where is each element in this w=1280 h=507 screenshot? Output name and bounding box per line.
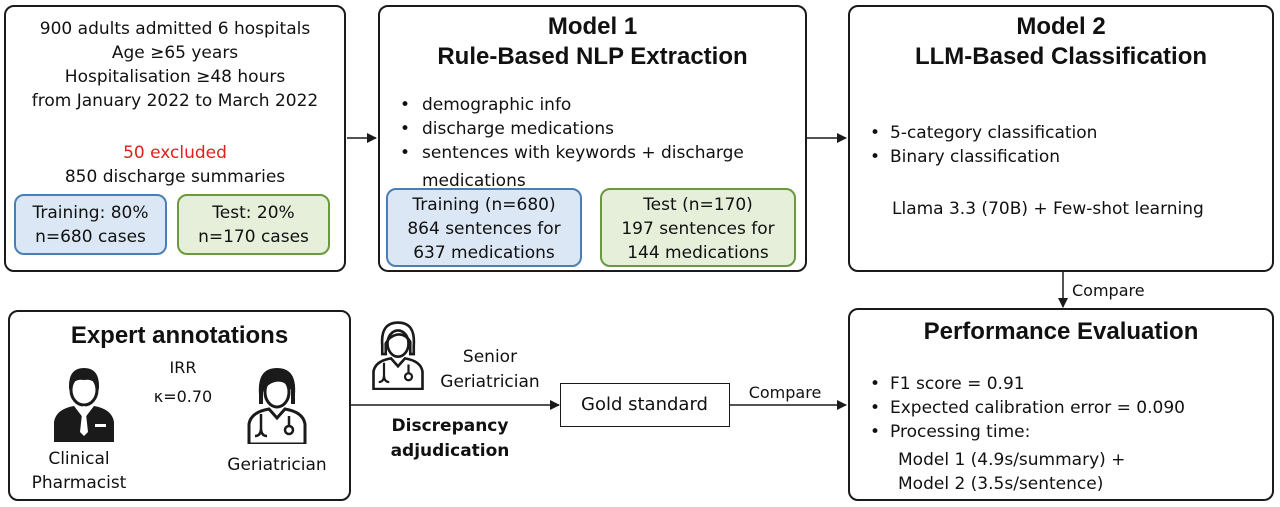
model2-subtitle: LLM-Based Classification: [914, 43, 1208, 70]
irr-label: IRR: [169, 358, 197, 377]
evaluation-processing: Processing time:: [864, 420, 1264, 444]
senior-geriatrician-icon: [372, 321, 424, 390]
model1-training-sentences: 864 sentences for: [407, 219, 561, 239]
cohort-line-2: Age ≥65 years: [111, 43, 239, 63]
pharmacist-icon: [54, 368, 114, 442]
cohort-box: 900 adults admitted 6 hospitals Age ≥65 …: [4, 5, 346, 272]
discrepancy-line-2: adjudication: [390, 441, 510, 461]
model1-training-n: Training (n=680): [412, 195, 556, 215]
model1-test-medications: 144 medications: [627, 243, 769, 263]
model2-method: Llama 3.3 (70B) + Few-shot learning: [892, 199, 1204, 219]
compare-label-horizontal: Compare: [748, 383, 822, 402]
cohort-training-split: Training: 80% n=680 cases: [14, 194, 167, 255]
model1-test-set: Test (n=170) 197 sentences for 144 medic…: [600, 188, 796, 267]
model1-box: Model 1 Rule-Based NLP Extraction demogr…: [378, 5, 807, 272]
model2-bullet-list: 5-category classification Binary classif…: [864, 121, 1264, 169]
model1-bullet-demographic: demographic info: [394, 93, 794, 117]
senior-label-line-2: Geriatrician: [440, 372, 540, 392]
cohort-line-1: 900 adults admitted 6 hospitals: [39, 19, 311, 39]
model1-title: Model 1: [547, 13, 638, 40]
irr-kappa: κ=0.70: [153, 387, 213, 406]
evaluation-f1: F1 score = 0.91: [864, 372, 1264, 396]
cohort-test-split: Test: 20% n=170 cases: [177, 194, 330, 255]
evaluation-title: Performance Evaluation: [923, 318, 1199, 345]
evaluation-ece: Expected calibration error = 0.090: [864, 396, 1264, 420]
excluded-count: 50 excluded: [123, 143, 227, 163]
model2-box: Model 2 LLM-Based Classification 5-categ…: [848, 5, 1274, 272]
cohort-line-4: from January 2022 to March 2022: [31, 91, 319, 111]
model2-bullet-5cat: 5-category classification: [864, 121, 1264, 145]
model1-subtitle: Rule-Based NLP Extraction: [437, 43, 748, 70]
expert-annotations-box: Expert annotations IRR κ=0.70 Clinical P…: [8, 310, 351, 501]
gold-standard-box: Gold standard: [560, 383, 730, 427]
model1-bullet-medications: discharge medications: [394, 117, 794, 141]
cohort-line-3: Hospitalisation ≥48 hours: [64, 67, 286, 87]
expert-title: Expert annotations: [70, 322, 289, 349]
model1-training-set: Training (n=680) 864 sentences for 637 m…: [386, 188, 582, 267]
summaries-count: 850 discharge summaries: [64, 167, 286, 187]
model2-bullet-binary: Binary classification: [864, 145, 1264, 169]
cohort-test-pct: Test: 20%: [212, 203, 295, 223]
model1-bullet-sentences-cont: medications: [422, 171, 526, 191]
performance-evaluation-box: Performance Evaluation F1 score = 0.91 E…: [848, 308, 1274, 501]
processing-model1: Model 1 (4.9s/summary) +: [898, 450, 1126, 470]
model1-bullet-list: demographic info discharge medications s…: [394, 93, 794, 165]
model2-title: Model 2: [1016, 13, 1106, 40]
processing-model2: Model 2 (3.5s/sentence): [898, 474, 1104, 494]
cohort-training-pct: Training: 80%: [32, 203, 149, 223]
model1-training-medications: 637 medications: [413, 243, 555, 263]
cohort-training-n: n=680 cases: [35, 227, 146, 247]
cohort-test-n: n=170 cases: [198, 227, 309, 247]
geriatrician-icon: [247, 368, 307, 444]
pharmacist-label-line-2: Pharmacist: [31, 473, 127, 493]
gold-standard-label: Gold standard: [581, 394, 708, 415]
senior-label-line-1: Senior: [462, 347, 518, 367]
model1-bullet-sentences: sentences with keywords + discharge: [394, 141, 794, 165]
evaluation-bullet-list: F1 score = 0.91 Expected calibration err…: [864, 372, 1264, 444]
compare-label-vertical: Compare: [1072, 281, 1145, 300]
pharmacist-label-line-1: Clinical: [48, 449, 110, 469]
discrepancy-line-1: Discrepancy: [391, 416, 509, 436]
model1-test-sentences: 197 sentences for: [621, 219, 775, 239]
geriatrician-label: Geriatrician: [227, 455, 327, 475]
model1-test-n: Test (n=170): [643, 195, 753, 215]
